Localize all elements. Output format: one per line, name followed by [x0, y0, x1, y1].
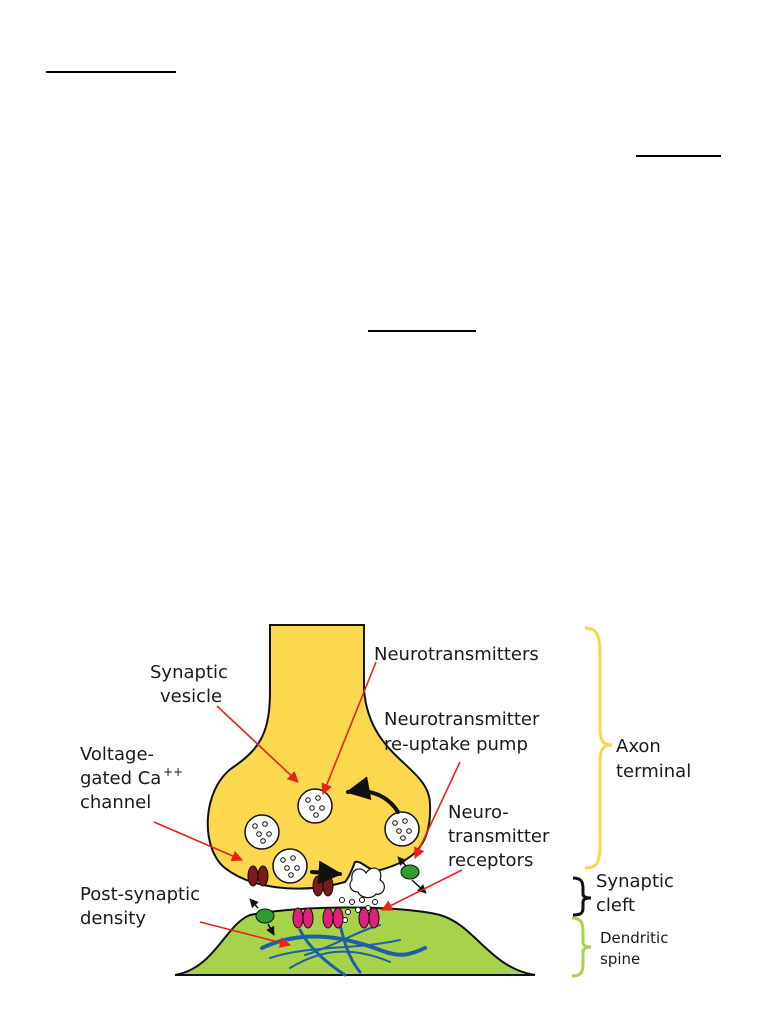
- bracket-synaptic-cleft-line2: cleft: [596, 895, 635, 916]
- blank-line-1: [46, 71, 176, 73]
- label-pointer-arrows: [153, 661, 463, 948]
- blank-line-3: [368, 330, 476, 332]
- axon-terminal-brace: [584, 626, 613, 870]
- label-synaptic-vesicle-line1: Synaptic: [150, 662, 228, 683]
- label-neurotransmitters: Neurotransmitters: [374, 644, 539, 665]
- blank-line-2: [636, 155, 721, 157]
- bracket-synaptic-cleft-line1: Synaptic: [596, 871, 674, 892]
- synaptic-cleft-brace: [572, 876, 592, 917]
- label-psd-line1: Post-synaptic: [80, 884, 200, 905]
- vesicle-movement-arrows: [310, 776, 400, 885]
- label-vgcc-superscript: ++: [163, 765, 183, 779]
- label-receptors-line2: transmitter: [448, 826, 550, 847]
- label-reuptake-pump-line1: Neurotransmitter: [384, 709, 540, 730]
- label-vgcc-line2: gated Ca: [80, 768, 161, 789]
- reuptake-pumps: [255, 864, 420, 924]
- dendritic-spine-brace: [571, 916, 592, 978]
- label-vgcc-line1: Voltage-: [80, 744, 154, 765]
- synaptic-vesicle: [297, 788, 333, 824]
- label-synaptic-vesicle-line2: vesicle: [160, 686, 222, 707]
- label-receptors-line1: Neuro-: [448, 802, 509, 823]
- synaptic-vesicle: [244, 814, 280, 850]
- pump-direction-arrows: [249, 856, 427, 936]
- label-receptors-line3: receptors: [448, 850, 533, 871]
- bracket-axon-terminal-line1: Axon: [616, 736, 661, 757]
- label-reuptake-pump-line2: re-uptake pump: [384, 734, 528, 755]
- bracket-axon-terminal-line2: terminal: [616, 761, 691, 782]
- label-vgcc-line3: channel: [80, 792, 151, 813]
- synaptic-vesicle: [272, 848, 308, 884]
- label-psd-line2: density: [80, 908, 146, 929]
- bracket-dendritic-spine-line1: Dendritic: [600, 929, 668, 947]
- synaptic-vesicles: [244, 788, 420, 884]
- neurotransmitter-receptors: [292, 907, 380, 929]
- bracket-dendritic-spine-line2: spine: [600, 950, 640, 968]
- synaptic-vesicle: [384, 811, 420, 847]
